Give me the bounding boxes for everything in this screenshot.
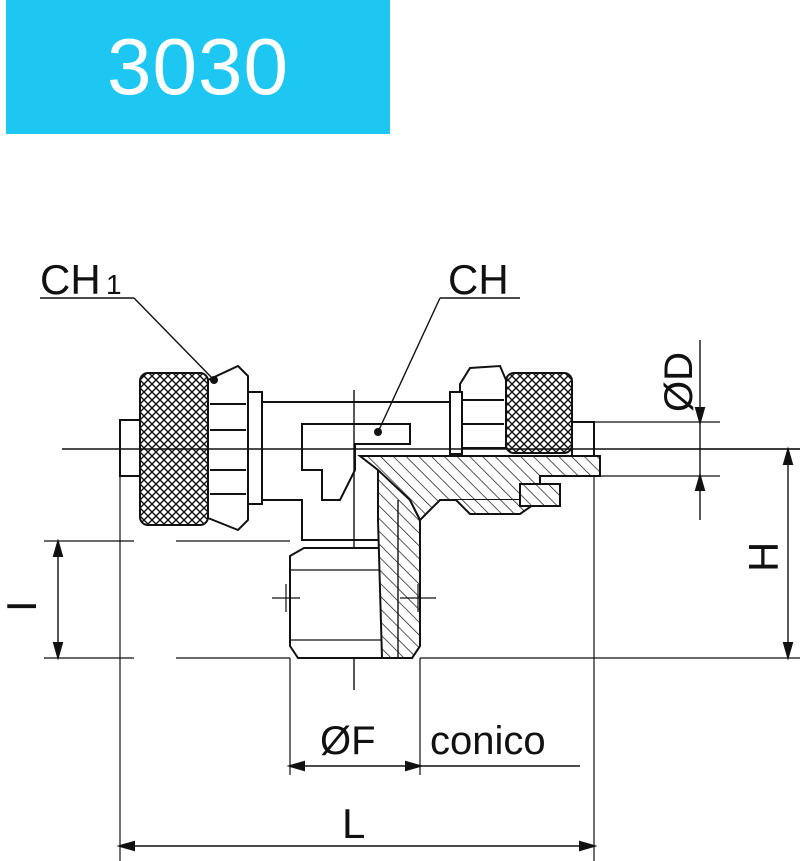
right-tube-stub <box>571 421 595 457</box>
label-l: L <box>342 800 365 847</box>
label-ch: CH <box>448 256 509 303</box>
label-ch1-subscript: 1 <box>106 269 122 300</box>
right-knurled-nut <box>505 372 573 454</box>
label-of: ØF <box>320 719 376 763</box>
label-i: I <box>0 600 45 612</box>
label-ch1: CH <box>40 256 101 303</box>
product-code: 3030 <box>107 22 289 111</box>
ch-leader <box>377 297 441 433</box>
left-tube-stub <box>119 419 141 477</box>
right-hex-nut <box>459 364 507 449</box>
code-banner: 3030 <box>6 0 390 134</box>
label-od: ØD <box>657 352 701 412</box>
left-nut-ring <box>247 391 263 505</box>
right-nut-ring <box>449 391 463 455</box>
label-conico: conico <box>430 719 546 763</box>
label-h: H <box>740 542 787 572</box>
ch1-leader <box>133 297 215 381</box>
left-hex-nut <box>207 364 249 532</box>
